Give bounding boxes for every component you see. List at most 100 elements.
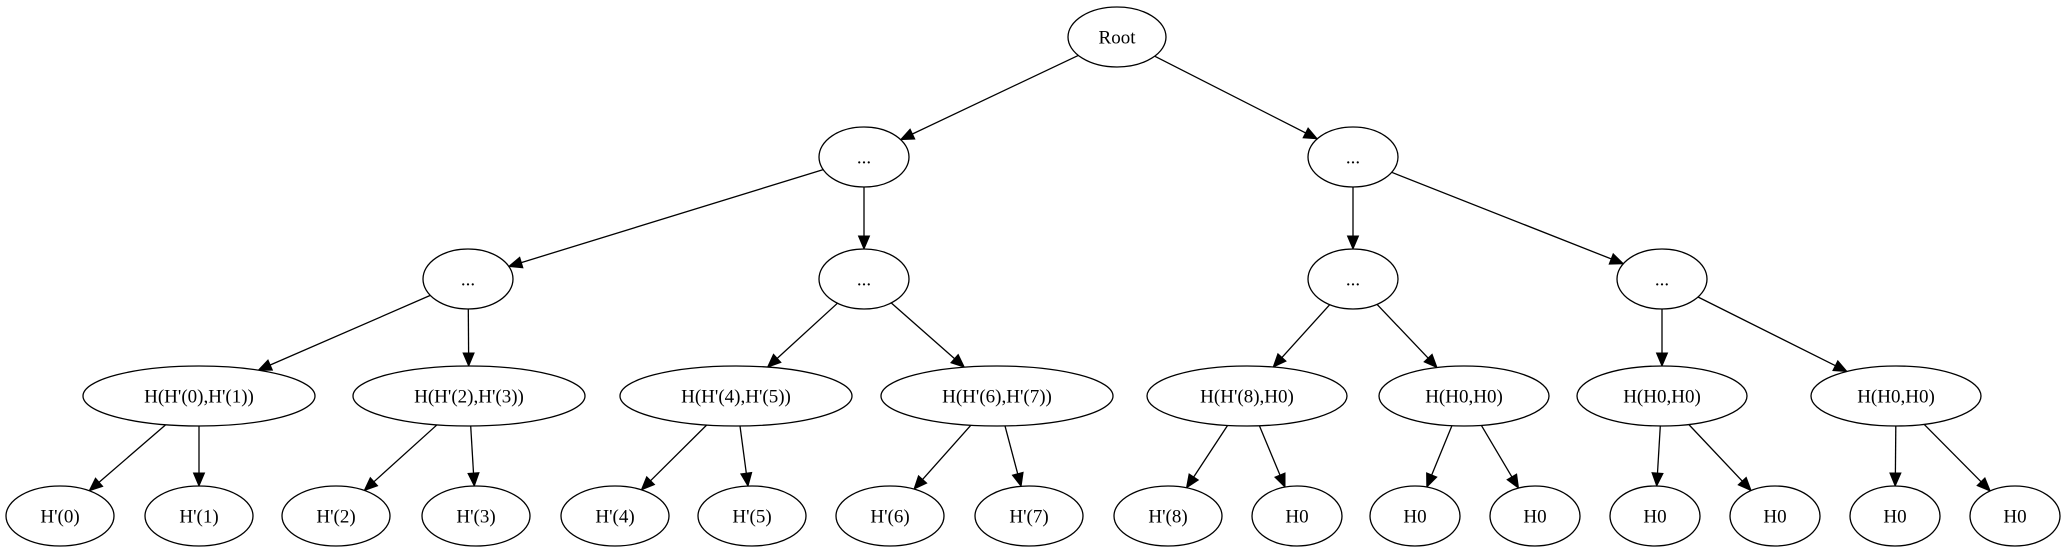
- node-hh0c: H(H0,H0): [1810, 365, 1982, 427]
- edge-h45-l5: [739, 425, 753, 488]
- arrowhead: [1608, 252, 1625, 265]
- arrowhead: [1011, 471, 1024, 488]
- edge-hh0a-l10: [1426, 425, 1453, 489]
- arrowhead: [1274, 472, 1286, 489]
- node-label: H0: [1763, 507, 1786, 528]
- node-label: H(H0,H0): [1425, 387, 1503, 408]
- node-label: H'(4): [595, 507, 634, 528]
- node-n4: ...: [818, 248, 910, 310]
- arrowhead: [192, 472, 206, 488]
- node-h45: H(H'(4),H'(5)): [619, 365, 853, 427]
- node-l11: H0: [1489, 485, 1581, 547]
- edge-line: [1656, 425, 1661, 474]
- node-n6: ...: [1616, 248, 1708, 310]
- arrowhead: [462, 352, 475, 368]
- edge-n5-h8h0: [1272, 304, 1331, 369]
- node-ellipse: [1810, 365, 1982, 427]
- arrowhead: [913, 474, 928, 491]
- node-l3: H'(3): [421, 485, 531, 547]
- node-n3: ...: [422, 248, 514, 310]
- edge-h8h0-l9: [1258, 425, 1286, 489]
- node-label: H'(5): [732, 507, 771, 528]
- node-l8: H'(8): [1113, 485, 1223, 547]
- node-ellipse: [974, 485, 1084, 547]
- node-label: H0: [1883, 507, 1906, 528]
- node-ellipse: [1849, 485, 1941, 547]
- edge-line: [912, 54, 1079, 135]
- edge-hh0b-l13: [1688, 424, 1752, 492]
- edge-n6-hh0c: [1697, 296, 1849, 373]
- edge-n1-n3: [507, 168, 824, 269]
- node-l4: H'(4): [560, 485, 670, 547]
- arrowhead: [1506, 473, 1520, 490]
- node-label: Root: [1099, 28, 1137, 49]
- edge-root-n2: [1154, 55, 1319, 140]
- node-ellipse: [1969, 485, 2061, 547]
- node-label: H(H'(2),H'(3)): [414, 387, 524, 408]
- arrowhead: [363, 476, 379, 492]
- edge-n4-h67: [890, 302, 966, 369]
- node-n1: ...: [818, 126, 910, 188]
- tree-edges: [88, 54, 1992, 492]
- edge-n3-h23: [462, 308, 475, 368]
- node-label: H'(7): [1009, 507, 1048, 528]
- node-root: Root: [1067, 6, 1167, 68]
- edge-n5-hh0a: [1376, 303, 1438, 369]
- arrowhead: [1976, 477, 1992, 492]
- arrowhead: [507, 256, 524, 269]
- node-l6: H'(6): [835, 485, 945, 547]
- node-l5: H'(5): [697, 485, 807, 547]
- edge-h67-l6: [913, 424, 972, 491]
- node-label: H0: [1643, 507, 1666, 528]
- node-ellipse: [697, 485, 807, 547]
- node-ellipse: [1369, 485, 1461, 547]
- node-ellipse: [1251, 485, 1343, 547]
- node-l14: H0: [1849, 485, 1941, 547]
- node-label: H'(8): [1148, 507, 1187, 528]
- arrowhead: [1737, 476, 1752, 492]
- node-label: H(H'(6),H'(7)): [942, 387, 1052, 408]
- edge-line: [1431, 425, 1453, 476]
- edge-line: [1480, 425, 1513, 478]
- tree-nodes: Root.................. H(H'(0),H'(1)) H(H'…: [5, 6, 2061, 547]
- arrowhead: [257, 359, 274, 371]
- node-label: H(H'(4),H'(5)): [681, 387, 791, 408]
- edge-line: [1376, 303, 1429, 359]
- node-ellipse: [1489, 485, 1581, 547]
- node-ellipse: [1113, 485, 1223, 547]
- node-ellipse: [1307, 248, 1399, 310]
- edge-hh0b-l12: [1651, 425, 1664, 488]
- edge-line: [1697, 296, 1836, 367]
- node-l9: H0: [1251, 485, 1343, 547]
- edge-line: [373, 424, 438, 483]
- edge-line: [269, 294, 431, 366]
- edge-n2-n5: [1346, 187, 1360, 251]
- edge-line: [1258, 425, 1281, 476]
- node-ellipse: [1729, 485, 1821, 547]
- edge-n4-h45: [766, 302, 838, 368]
- node-hh0a: H(H0,H0): [1378, 365, 1550, 427]
- edge-h8h0-l8: [1185, 425, 1229, 489]
- edge-line: [1923, 423, 1982, 483]
- edge-hh0a-l11: [1480, 425, 1520, 490]
- edge-root-n1: [899, 54, 1079, 141]
- edge-line: [922, 424, 972, 480]
- node-l10: H0: [1369, 485, 1461, 547]
- node-ellipse: [1576, 365, 1748, 427]
- node-label: H(H'(0),H'(1)): [144, 387, 254, 408]
- edge-line: [776, 302, 838, 359]
- node-ellipse: [5, 485, 115, 547]
- edge-line: [521, 168, 824, 264]
- node-n5: ...: [1307, 248, 1399, 310]
- arrowhead: [857, 235, 871, 251]
- edge-h01-l1: [192, 426, 206, 488]
- arrowhead: [739, 471, 753, 488]
- node-l12: H0: [1609, 485, 1701, 547]
- node-h67: H(H'(6),H'(7)): [880, 365, 1114, 427]
- arrowhead: [1302, 127, 1319, 140]
- node-ellipse: [1146, 365, 1348, 427]
- node-label: H(H0,H0): [1623, 387, 1701, 408]
- node-label: ...: [1346, 148, 1360, 169]
- edge-line: [739, 425, 747, 474]
